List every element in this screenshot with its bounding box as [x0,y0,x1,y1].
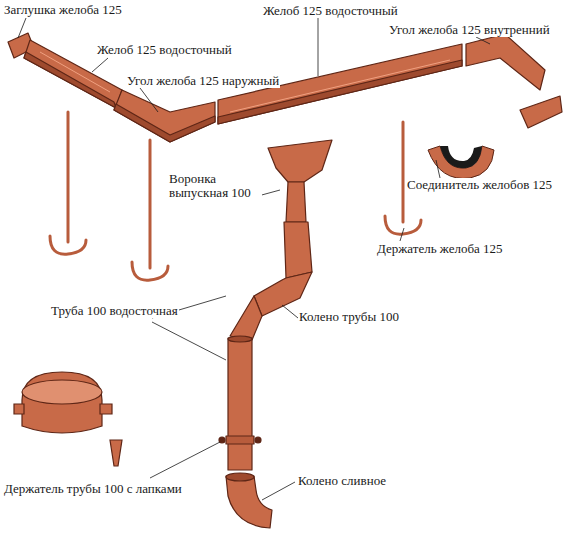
gutters [40,52,450,112]
part-label: Труба 100 водосточная [50,304,179,318]
leader-lines [318,18,319,76]
downpipe [226,473,254,481]
leader-lines [262,482,295,500]
pipe-clamp [22,380,102,404]
downpipe [226,476,272,528]
part-label: Угол желоба 125 наружный [126,74,280,88]
gutters [8,33,562,142]
gutters [218,60,462,124]
downpipe [284,222,312,278]
pipe-clamp [14,372,122,466]
gutters [114,104,215,142]
part-label: Заглушка желоба 125 [3,3,123,17]
gutters [466,34,545,90]
gutters [114,90,215,142]
downpipe [228,338,252,470]
leader-lines [436,160,440,178]
leader-lines [150,442,220,478]
gutters [520,96,562,128]
leader-lines [282,305,298,318]
part-label: Держатель трубы 100 с лапками [3,482,183,496]
hook-holders [50,236,86,254]
part-label: Колено трубы 100 [298,310,400,324]
part-label: Желоб 125 водосточный [262,4,399,18]
hook-holders [402,122,405,222]
gutter-connector [428,146,494,178]
hook-holders [132,262,168,280]
hook-holders [50,112,421,280]
leader-lines [18,18,490,500]
leader-lines [476,37,490,44]
gutter-connector [440,146,482,168]
pipe-clamp [110,440,122,466]
part-label: Воронка выпускная 100 [168,172,262,200]
leader-lines [18,18,26,38]
leader-lines [92,58,108,72]
pipe-clamp [100,404,112,414]
leader-lines [400,228,404,241]
gutter-connector [428,146,494,178]
downpipe [226,436,254,444]
hook-holders [67,112,70,242]
downpipe [228,336,252,342]
downpipe [286,182,306,222]
pipe-clamp [14,404,24,414]
leader-lines [140,88,158,112]
downpipe [230,296,262,340]
part-label: Держатель желоба 125 [376,242,504,256]
hook-holders [149,140,152,268]
part-label: Желоб 125 водосточный [96,43,233,57]
downpipe [255,437,261,443]
downpipe [268,140,332,182]
part-label: Угол желоба 125 внутренний [388,23,551,37]
gutters [24,52,116,108]
part-label: Колено сливное [297,474,387,488]
part-label: Соединитель желобов 125 [406,178,553,192]
pipe-clamp [22,372,102,433]
